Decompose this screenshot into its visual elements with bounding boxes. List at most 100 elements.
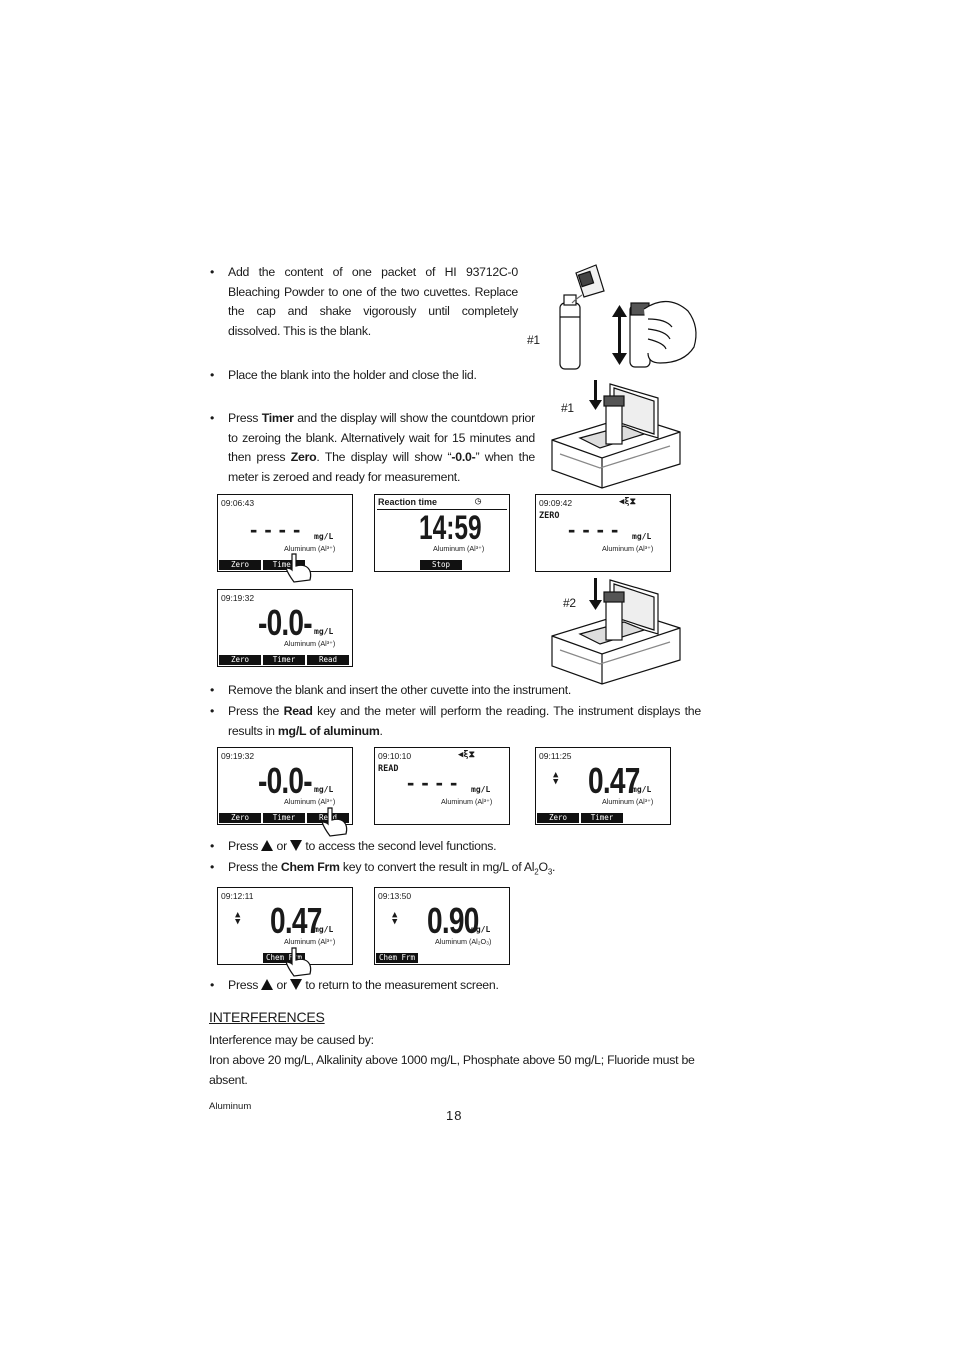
subscript: 3	[547, 867, 553, 877]
lcd-softkeys: Stop	[376, 560, 508, 570]
instrument-illustration-2	[551, 578, 681, 685]
lcd-chem: Aluminum (Al³⁺)	[602, 797, 654, 806]
up-down-arrows-icon: ▲▼	[553, 770, 559, 787]
lcd-screen-result: 09:11:25 ▲▼ 0.47 mg/L Aluminum (Al³⁺) Ze…	[535, 747, 671, 825]
bullet-text: Place the blank into the holder and clos…	[228, 368, 477, 382]
lcd-unit: mg/L	[471, 925, 491, 934]
subscript: 2	[534, 867, 539, 877]
down-arrow-icon	[290, 979, 303, 990]
lcd-chem: Aluminum (Al³⁺)	[284, 544, 336, 553]
lcd-dashes: ----	[568, 517, 626, 542]
bullet-dot: •	[210, 411, 215, 425]
bullet-dot: •	[210, 704, 215, 718]
label-cuvette-1: #1	[527, 333, 540, 347]
illustration-add-powder	[559, 264, 697, 370]
lcd-time: 09:11:25	[539, 751, 572, 761]
bullet-text: Press the Chem Frm key to convert the re…	[228, 858, 708, 882]
lcd-dashes: ----	[250, 517, 308, 542]
softkey-zero[interactable]: Zero	[537, 813, 579, 823]
lcd-screen-zeroed-read: 09:19:32 -0.0- mg/L Aluminum (Al³⁺) Zero…	[217, 747, 353, 825]
softkey-read[interactable]: Read	[307, 655, 349, 665]
softkey-chem-frm[interactable]: Chem Frm	[376, 953, 418, 963]
lcd-chem: Aluminum (Al³⁺)	[602, 544, 654, 553]
key-zero-label: Zero	[290, 450, 317, 464]
lamp-timer-icon: ◀ξ⧗	[457, 750, 475, 760]
text-run: O	[538, 860, 548, 874]
up-down-arrows-icon: ▲▼	[235, 910, 241, 927]
footer-section: Aluminum	[209, 1101, 252, 1112]
softkey-empty	[219, 953, 261, 963]
bullet-text: Press or to return to the measurement sc…	[228, 976, 708, 996]
lcd-screen-reaction-time: Reaction time ◷ 14:59 Aluminum (Al³⁺) St…	[374, 494, 510, 572]
label-instrument-1: #1	[561, 401, 574, 415]
lcd-screen-result-2nd: 09:12:11 ▲▼ 0.47 mg/L Aluminum (Al³⁺) Ch…	[217, 887, 353, 965]
lcd-unit: mg/L	[632, 785, 652, 794]
interferences-heading: INTERFERENCES	[209, 1009, 325, 1025]
softkey-timer[interactable]: Timer	[263, 655, 305, 665]
softkey-timer[interactable]: Timer	[263, 813, 305, 823]
lcd-time: 09:12:11	[221, 891, 254, 901]
text-run: and the display will show the countdown …	[228, 411, 535, 464]
lcd-chem: Aluminum (Al³⁺)	[433, 544, 485, 553]
softkey-zero[interactable]: Zero	[219, 813, 261, 823]
text-run: . The display will show “	[316, 450, 452, 464]
instrument-illustration-1	[551, 380, 681, 489]
softkey-empty	[376, 560, 418, 570]
lcd-unit: mg/L	[314, 785, 334, 794]
lcd-unit: mg/L	[314, 532, 334, 541]
softkey-timer[interactable]: Timer	[581, 813, 623, 823]
lcd-unit: mg/L	[314, 925, 334, 934]
bullet-text: Press the Read key and the meter will pe…	[228, 702, 701, 741]
text-run: or	[276, 978, 288, 992]
lcd-title-divider	[377, 509, 507, 510]
lcd-unit: mg/L	[314, 627, 334, 636]
text-run: Press	[228, 411, 262, 425]
lcd-status: ZERO	[539, 511, 560, 521]
lamp-timer-icon: ◀ξ⧗	[618, 497, 636, 507]
zero-value: -0.0-	[451, 450, 476, 464]
bullet-text: Add the content of one packet of HI 9371…	[228, 265, 518, 338]
lcd-time: 09:13:50	[378, 891, 412, 901]
up-arrow-icon	[261, 979, 274, 990]
lcd-value: -0.0-	[258, 602, 313, 643]
lcd-screen-al2o3: 09:13:50 ▲▼ 0.90 mg/L Aluminum (Al₂O₃) C…	[374, 887, 510, 965]
bullet-dot: •	[210, 265, 215, 279]
softkey-stop[interactable]: Stop	[420, 560, 462, 570]
lcd-time: 09:10:10	[378, 751, 412, 761]
up-arrow-icon	[261, 840, 274, 851]
interferences-list: Iron above 20 mg/L, Alkalinity above 100…	[209, 1053, 695, 1087]
lcd-softkeys: Chem Frm	[376, 953, 508, 963]
text-run: Press the	[228, 860, 281, 874]
label-instrument-2: #2	[563, 596, 576, 610]
softkey-zero[interactable]: Zero	[219, 560, 261, 570]
key-chemfrm-label: Chem Frm	[280, 860, 340, 874]
lcd-screen-zero: 09:09:42 ◀ξ⧗ ZERO ---- mg/L Aluminum (Al…	[535, 494, 671, 572]
text-run: .	[552, 860, 556, 874]
lcd-value: 0.47	[588, 760, 640, 801]
text-run: Press the	[228, 704, 284, 718]
unit-label: mg/L of aluminum	[277, 723, 380, 738]
text-run: ” when the meter is zeroed and ready for…	[228, 450, 536, 484]
insert-arrow-icon	[589, 578, 602, 610]
text-run: .	[379, 723, 383, 738]
key-read-label: Read	[283, 704, 313, 718]
pointing-hand-icon	[285, 553, 312, 583]
cuvette-1-shape	[559, 302, 581, 370]
lcd-unit: mg/L	[632, 532, 652, 541]
lcd-value: -0.0-	[258, 760, 313, 801]
timer-icon: ◷	[475, 496, 482, 507]
lcd-status: READ	[378, 764, 399, 774]
page-number: 18	[446, 1108, 463, 1123]
lcd-countdown: 14:59	[419, 509, 482, 547]
lcd-value: 0.90	[427, 900, 479, 941]
softkey-chem-frm[interactable]: Chem Frm	[263, 953, 305, 963]
bullet-dot: •	[210, 860, 215, 874]
bullet-dot: •	[210, 368, 215, 382]
lcd-time: 09:06:43	[221, 498, 255, 508]
lcd-unit: mg/L	[471, 785, 491, 794]
lcd-softkeys: Zero Timer Read	[219, 655, 351, 665]
lcd-time: 09:09:42	[539, 498, 573, 508]
text-run: Press	[228, 978, 259, 992]
softkey-timer[interactable]: Timer	[263, 560, 305, 570]
softkey-zero[interactable]: Zero	[219, 655, 261, 665]
